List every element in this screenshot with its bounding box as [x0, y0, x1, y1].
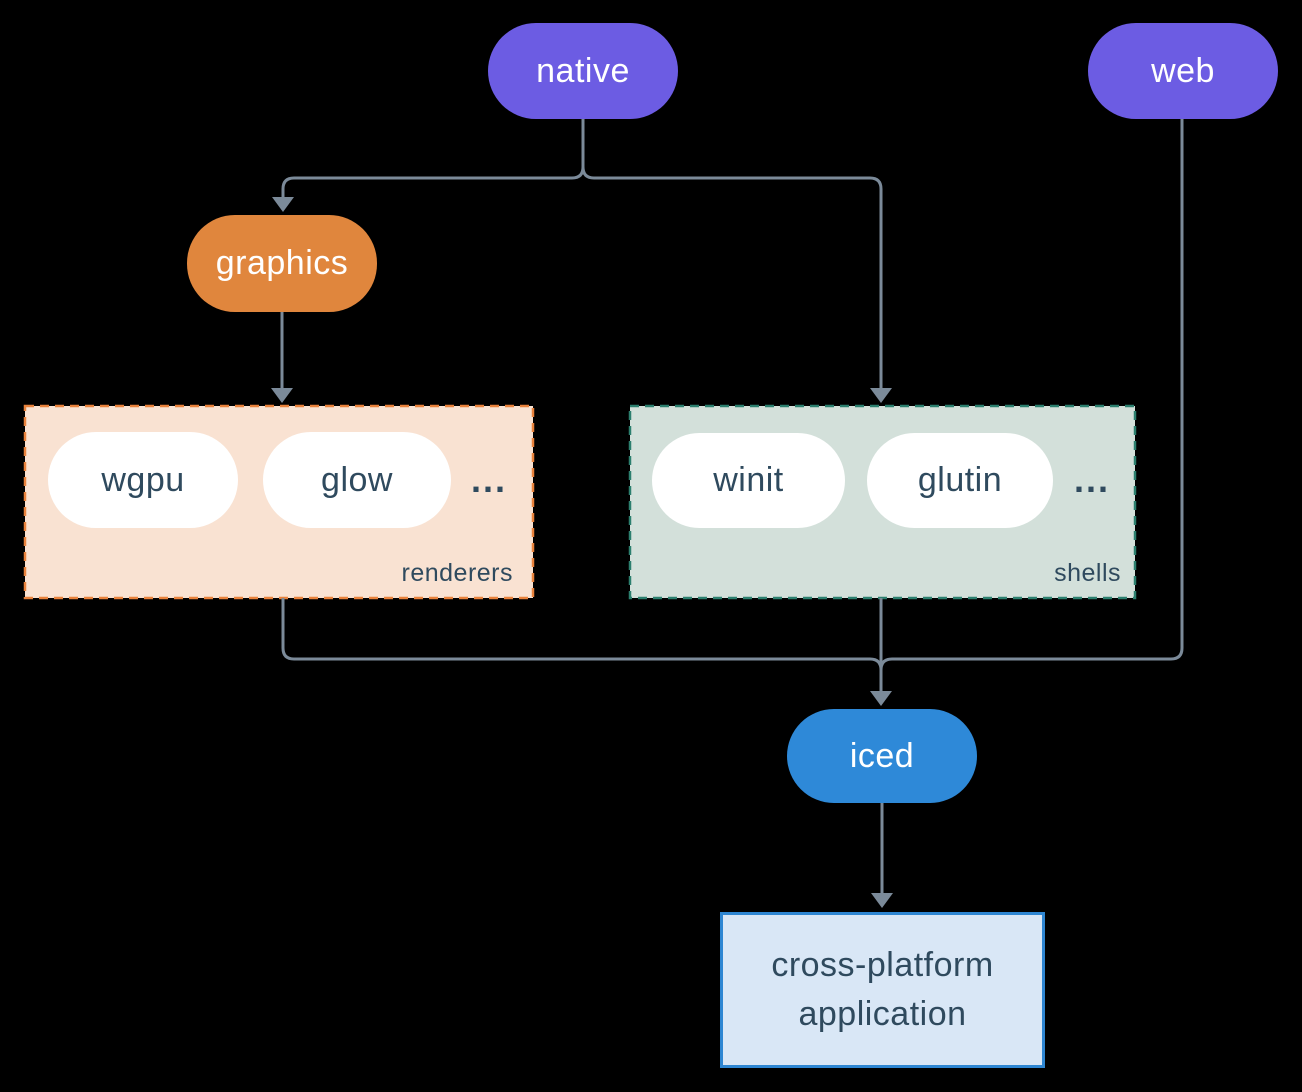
node-glutin: glutin — [867, 433, 1053, 528]
node-wgpu: wgpu — [48, 432, 238, 528]
arrowhead-into-graphics — [272, 197, 294, 212]
node-native: native — [488, 23, 678, 119]
edge-native-to-shells — [581, 119, 883, 389]
renderers-group: wgpu glow ... renderers — [25, 406, 533, 598]
arrowhead-into-renderers — [271, 388, 293, 403]
application-label-line1: cross-platform — [771, 946, 994, 984]
node-glow: glow — [263, 432, 451, 528]
node-web: web — [1088, 23, 1278, 119]
renderers-group-label: renderers — [401, 559, 513, 587]
node-iced: iced — [787, 709, 977, 803]
node-cross-platform-application: cross-platform application — [720, 912, 1045, 1068]
node-graphics: graphics — [187, 215, 377, 312]
application-label-line2: application — [798, 995, 967, 1033]
arrowhead-into-shells — [870, 388, 892, 403]
node-winit: winit — [652, 433, 845, 528]
edge-web-to-iced — [879, 119, 1184, 690]
edge-native-to-graphics — [281, 119, 585, 199]
renderers-ellipsis: ... — [470, 459, 507, 500]
edge-renderers-to-iced — [281, 598, 883, 690]
shells-ellipsis: ... — [1073, 459, 1110, 500]
shells-group: winit glutin ... shells — [630, 406, 1135, 598]
arrowhead-into-iced — [870, 691, 892, 706]
shells-group-label: shells — [1054, 559, 1121, 587]
arrowhead-into-application — [871, 893, 893, 908]
